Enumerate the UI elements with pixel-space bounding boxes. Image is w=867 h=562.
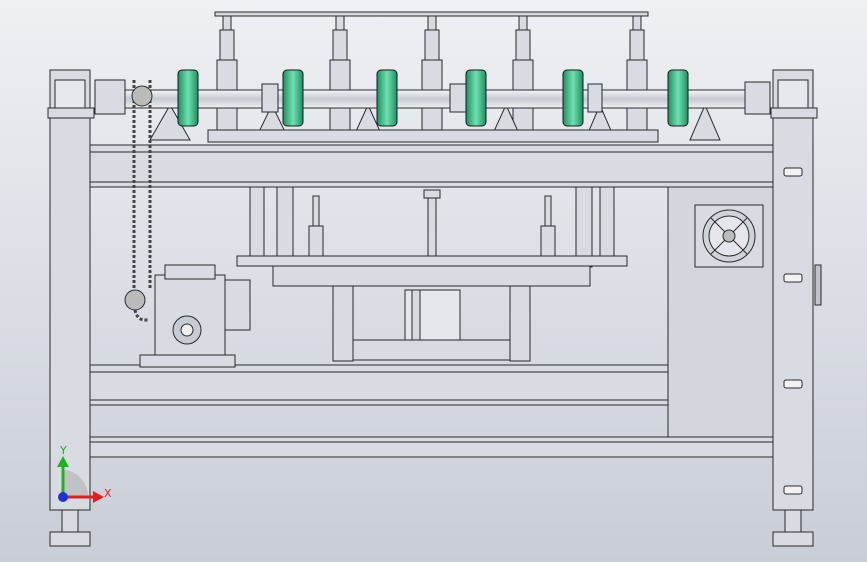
drive-chain bbox=[132, 80, 152, 322]
roller bbox=[465, 69, 487, 127]
lower-beam bbox=[89, 436, 774, 458]
roller bbox=[282, 69, 304, 127]
roller bbox=[667, 69, 689, 127]
rollers bbox=[177, 69, 689, 127]
press-frame bbox=[236, 186, 628, 362]
right-post bbox=[770, 69, 818, 511]
roller bbox=[376, 69, 398, 127]
upper-beam bbox=[89, 144, 774, 188]
roller bbox=[562, 69, 584, 127]
main-shaft bbox=[94, 79, 771, 115]
right-foot bbox=[772, 509, 814, 547]
left-post bbox=[47, 69, 95, 511]
roller bbox=[177, 69, 199, 127]
gear-motor bbox=[124, 264, 251, 368]
left-foot bbox=[49, 509, 91, 547]
x-axis-label: X bbox=[104, 487, 112, 500]
axis-triad: Y X bbox=[57, 444, 112, 503]
control-cabinet bbox=[667, 186, 822, 438]
post-slot-group bbox=[783, 167, 803, 495]
top-rail bbox=[214, 11, 649, 17]
sprocket-icon bbox=[131, 85, 153, 107]
z-axis-dot bbox=[58, 492, 68, 502]
bearing-blocks bbox=[149, 103, 721, 143]
y-axis-label: Y bbox=[59, 444, 67, 457]
mid-cylinders bbox=[308, 189, 556, 257]
